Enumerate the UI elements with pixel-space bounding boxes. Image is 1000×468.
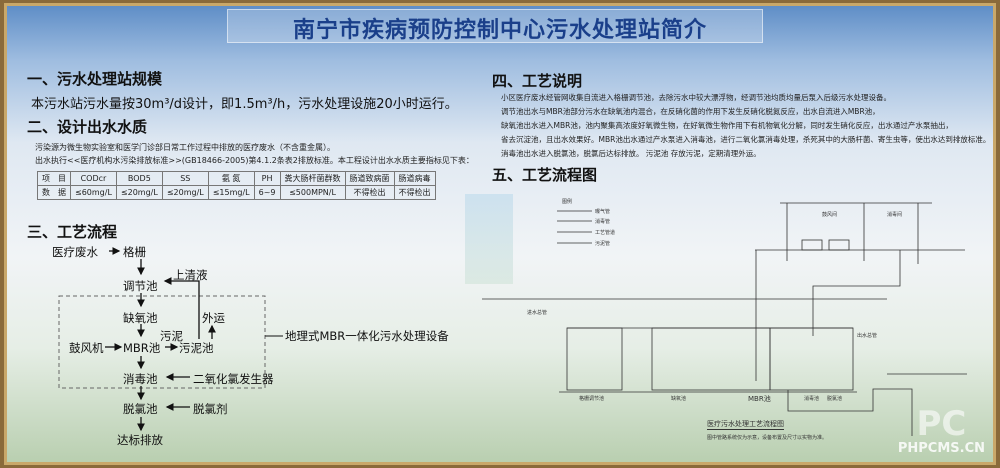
tank-label: 脱氯池 (827, 396, 843, 402)
logo-watermark (465, 194, 513, 284)
node-anoxic: 缺氧池 (123, 311, 158, 325)
tank-label: 消毒池 (804, 396, 820, 402)
legend-item: 污泥管 (595, 241, 611, 247)
node-dechlor: 脱氯池 (123, 402, 158, 416)
legend-item: 工艺管道 (595, 230, 616, 236)
process-line: 小区医疗废水经管网收集自流进入格栅调节池，去除污水中较大漂浮物，经调节池均质均量… (501, 93, 891, 102)
process-line: 缺氧池出水进入MBR池，池内聚集高浓度好氧微生物，在好氧微生物作用下有机物氧化分… (501, 121, 953, 130)
section2-line2: 出水执行<<医疗机构水污染排放标准>>(GB18466-2005)第4.1.2条… (35, 156, 474, 165)
watermark-logo: PC (916, 404, 967, 444)
node-blower: 鼓风机 (69, 341, 104, 355)
process-line: 调节池出水与MBR池部分污水在缺氧池内混合，在反硝化菌的作用下发生反硝化脱氮反应… (501, 107, 880, 116)
section3-heading: 三、工艺流程 (27, 223, 118, 241)
node-supernatant: 上清液 (173, 268, 208, 282)
section4-heading: 四、工艺说明 (492, 72, 583, 90)
room-label: 鼓风间 (822, 212, 838, 218)
node-transport: 外运 (202, 311, 225, 325)
node-mbr: MBR池 (123, 341, 161, 355)
node-grille: 格栅 (123, 245, 146, 259)
table-cell: 不得检出 (393, 185, 436, 200)
tank-label: 格栅调节池 (579, 396, 605, 402)
outlet-label: 出水总管 (857, 333, 878, 339)
table-cell: ≤15mg/L (207, 185, 255, 200)
node-source: 医疗废水 (52, 245, 98, 259)
node-clo2: 二氧化氯发生器 (193, 372, 274, 386)
drawing-caption: 医疗污水处理工艺流程图 (707, 420, 784, 430)
section2-line1: 污染源为微生物实验室和医学门诊部日常工作过程中排放的医疗废水（不含重金属）。 (35, 143, 335, 152)
node-sludge-tank: 污泥池 (179, 341, 214, 355)
node-dechlor-agent: 脱氯剂 (193, 402, 228, 416)
flow-arrows (58, 247, 283, 432)
legend-item: 曝气管 (595, 209, 611, 215)
tank-label: MBR池 (748, 395, 771, 403)
room-label: 消毒间 (887, 212, 903, 218)
table-cell: 数 据 (37, 185, 71, 200)
process-line: 消毒池出水进入脱氯池，脱氯后达标排放。 污泥池 存放污泥，定期清理外运。 (501, 149, 761, 158)
signboard: 南宁市疾病预防控制中心污水处理站简介 一、污水处理站规模 本污水站污水量按30m… (4, 3, 996, 465)
legend-title: 图例 (562, 199, 573, 205)
legend-item: 消毒管 (595, 219, 611, 225)
page-title: 南宁市疾病预防控制中心污水处理站简介 (292, 18, 707, 43)
section2-heading: 二、设计出水水质 (27, 118, 148, 136)
equipment-label: 地理式MBR一体化污水处理设备 (285, 329, 449, 343)
process-line: 省去沉淀池，且出水效果好。MBR池出水通过产水泵进入消毒池，进行二氧化氯消毒处理… (501, 135, 991, 144)
section1-text: 本污水站污水量按30m³/d设计，即1.5m³/h，污水处理设施20小时运行。 (31, 97, 458, 112)
table-cell: 肠道病毒 (393, 171, 436, 186)
table-cell: ≤20mg/L (115, 185, 163, 200)
watermark-text: PHPCMS.CN (897, 441, 985, 456)
inlet-label: 进水总管 (527, 310, 548, 316)
node-disinfection: 消毒池 (123, 372, 158, 386)
node-regulating: 调节池 (123, 279, 158, 293)
table-cell: ≤500MPN/L (279, 185, 346, 200)
drawing-note: 图中管路系统仅为示意，设备布置及尺寸以实物为准。 (707, 435, 828, 441)
tank-label: 缺氧池 (671, 396, 687, 402)
process-drawing (482, 202, 967, 436)
node-discharge: 达标排放 (117, 433, 163, 447)
node-sludge: 污泥 (160, 329, 183, 343)
section1-heading: 一、污水处理站规模 (27, 70, 163, 88)
section5-heading: 五、工艺流程图 (492, 166, 598, 184)
title-bar (227, 9, 763, 43)
section4-text: 小区医疗废水经管网收集自流进入格栅调节池，去除污水中较大漂浮物，经调节池均质均量… (501, 91, 990, 161)
